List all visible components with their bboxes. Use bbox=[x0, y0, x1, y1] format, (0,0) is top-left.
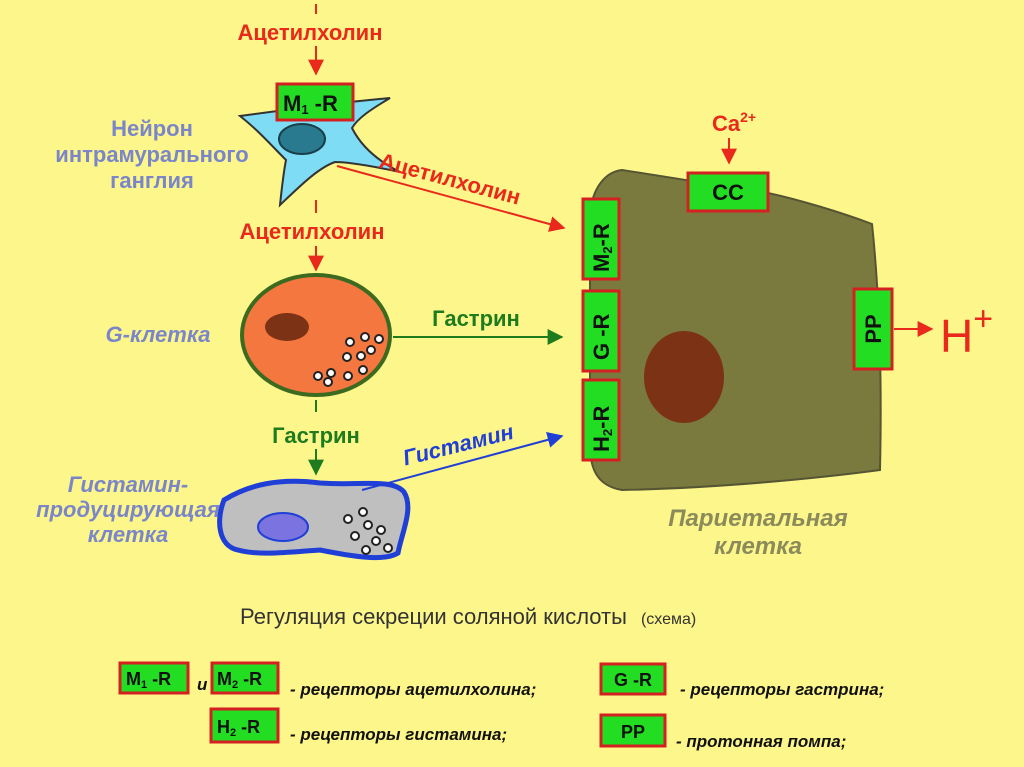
histamine-cell-label-line1: Гистамин- bbox=[68, 472, 188, 497]
gastrin-right-label: Гастрин bbox=[432, 306, 520, 331]
legend-m1-label: M1 -R bbox=[126, 669, 171, 691]
acetylcholine-mid-label: Ацетилхолин bbox=[240, 219, 385, 244]
legend-gastrin-text: - рецепторы гастрина; bbox=[680, 680, 884, 699]
legend-h2-label: H2 -R bbox=[217, 717, 260, 739]
legend-g-label: G -R bbox=[614, 670, 652, 690]
histamine-cell-label-line2: продуцирующая bbox=[36, 497, 220, 522]
parietal-label-line2: клетка bbox=[714, 533, 802, 560]
histamine-cell-granules bbox=[343, 507, 393, 555]
m2-receptor-label: M2-R bbox=[589, 223, 615, 272]
g-cell-label: G-клетка bbox=[106, 322, 211, 347]
histamine-cell-nucleus bbox=[257, 512, 309, 542]
acetylcholine-diagonal-label: Ацетилхолин bbox=[377, 148, 524, 210]
proton-label: H+ bbox=[940, 300, 993, 362]
calcium-label: Ca2+ bbox=[712, 109, 756, 136]
neuron-label-line3: ганглия bbox=[110, 168, 194, 193]
neuron-label-line1: Нейрон bbox=[111, 116, 193, 141]
legend-proton-pump-text: - протонная помпа; bbox=[676, 732, 846, 751]
legend-m2-label: M2 -R bbox=[217, 669, 262, 691]
h2-receptor-box bbox=[581, 378, 621, 462]
histamine-arrow bbox=[361, 432, 564, 491]
gastrin-down-label: Гастрин bbox=[272, 423, 360, 448]
parietal-cell-nucleus bbox=[644, 331, 724, 423]
legend-and: и bbox=[197, 675, 208, 694]
neuron-label-line2: интрамурального bbox=[55, 142, 248, 167]
legend-h2-box bbox=[209, 707, 280, 744]
g-receptor-box bbox=[581, 289, 621, 373]
m1-receptor-label: M1 -R bbox=[283, 91, 338, 117]
acetylcholine-top-label: Ацетилхолин bbox=[238, 20, 383, 45]
legend-acetylcholine-text: - рецепторы ацетилхолина; bbox=[290, 680, 536, 699]
m1-receptor-box bbox=[275, 82, 355, 122]
legend-pp-label: PP bbox=[621, 722, 645, 742]
m2-receptor-box bbox=[581, 197, 621, 281]
caption-main: Регуляция секреции соляной кислоты(схема… bbox=[240, 604, 696, 629]
g-cell bbox=[240, 273, 392, 397]
cc-channel-label: CC bbox=[712, 180, 744, 205]
histamine-cell bbox=[217, 478, 411, 561]
legend-g-box bbox=[599, 662, 667, 696]
neuron-nucleus bbox=[278, 123, 326, 155]
h2-receptor-label: H2-R bbox=[589, 406, 615, 452]
g-receptor-label: G -R bbox=[589, 313, 614, 360]
histamine-label: Гистамин bbox=[400, 419, 516, 471]
legend-histamine-text: - рецепторы гистамина; bbox=[290, 725, 507, 744]
pp-pump-box bbox=[852, 287, 894, 371]
g-cell-granules bbox=[313, 332, 384, 387]
neuron-cell bbox=[237, 97, 401, 208]
legend-m1-box bbox=[118, 661, 190, 695]
acetylcholine-to-m2-arrow bbox=[336, 165, 566, 232]
cc-channel-box bbox=[686, 171, 770, 213]
pp-pump-label: PP bbox=[861, 314, 886, 343]
parietal-cell bbox=[589, 168, 882, 492]
legend-m2-box bbox=[210, 661, 280, 695]
g-cell-nucleus bbox=[265, 313, 309, 341]
parietal-label-line1: Париетальная bbox=[668, 505, 847, 532]
histamine-cell-label-line3: клетка bbox=[88, 522, 169, 547]
legend-pp-box bbox=[599, 713, 667, 748]
